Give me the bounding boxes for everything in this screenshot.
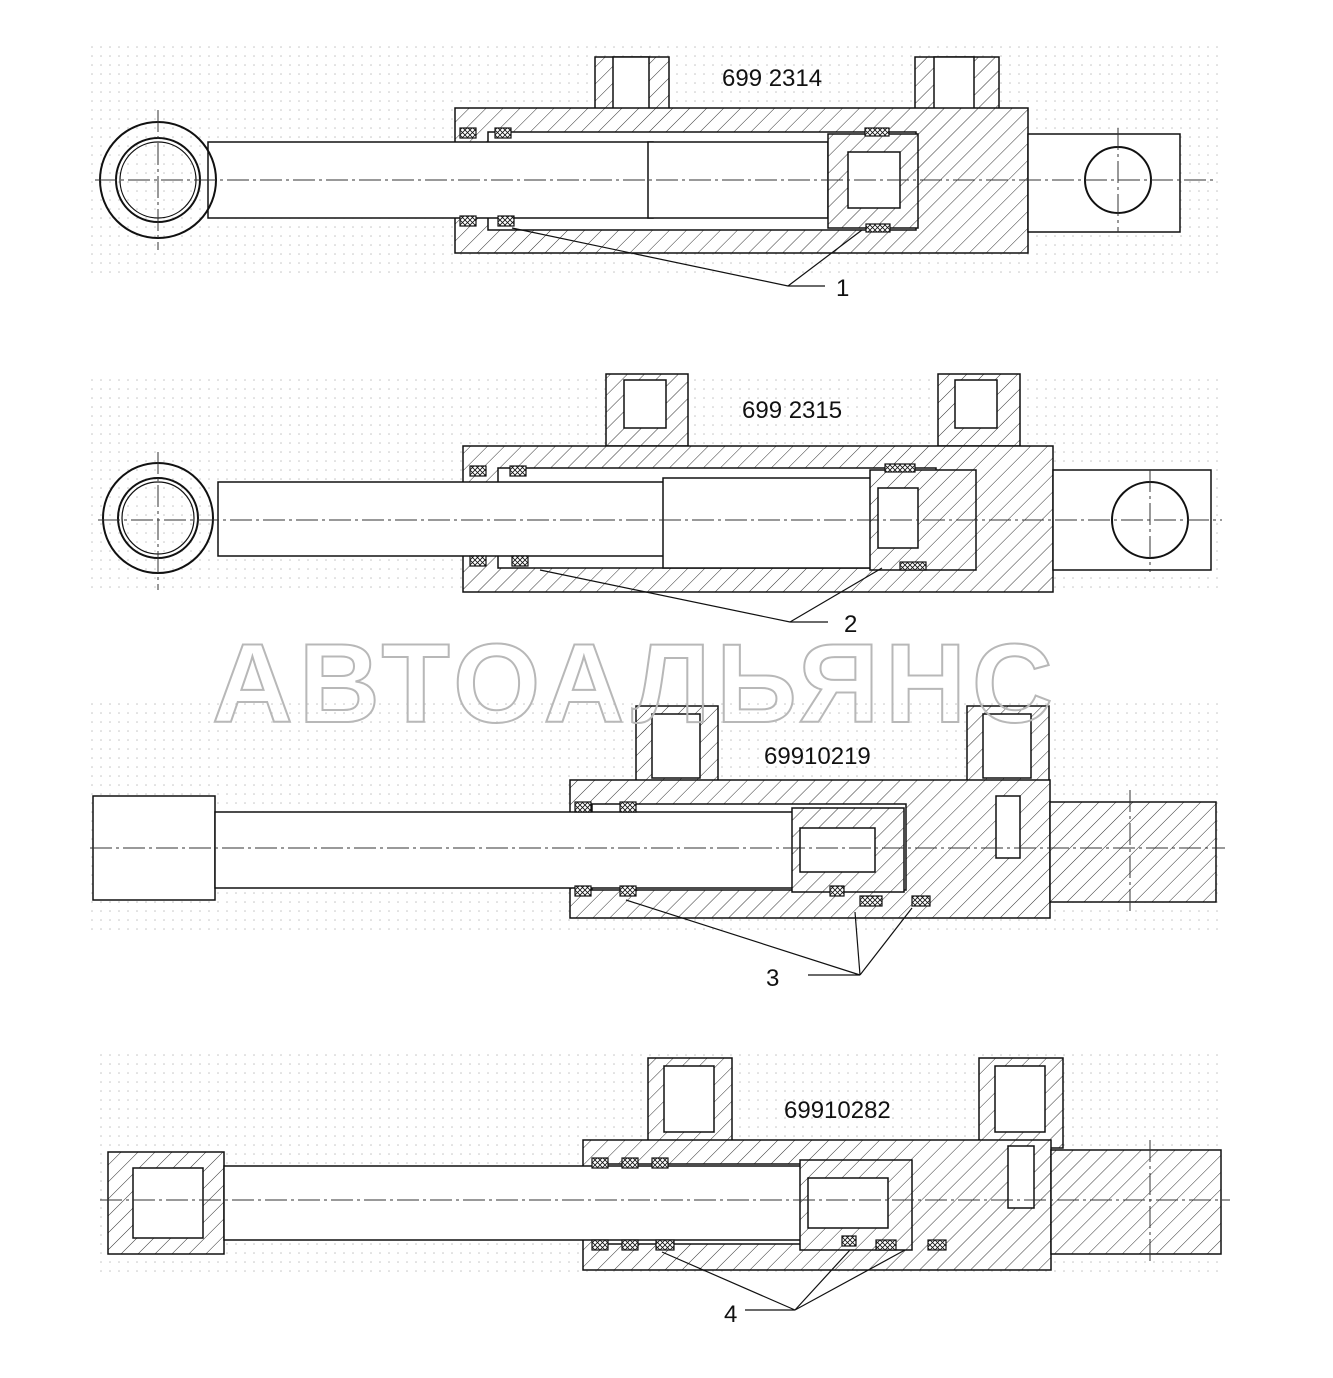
cylinder-assembly-4 bbox=[100, 1057, 1230, 1311]
part-number-label: 69910282 bbox=[784, 1097, 891, 1124]
part-number-label: 69910219 bbox=[764, 743, 871, 770]
watermark-logo: АВТОАЛЬЯНС bbox=[212, 621, 1059, 746]
part-number-label: 699 2315 bbox=[742, 397, 842, 424]
cylinder-assembly-1 bbox=[95, 56, 1215, 287]
callout-number: 4 bbox=[724, 1301, 737, 1328]
callout-number: 2 bbox=[844, 611, 857, 638]
cylinder-assembly-2 bbox=[98, 373, 1222, 623]
callout-number: 3 bbox=[766, 965, 779, 992]
cylinder-assembly-3 bbox=[90, 705, 1225, 976]
callout-number: 1 bbox=[836, 275, 849, 302]
part-number-label: 699 2314 bbox=[722, 65, 822, 92]
